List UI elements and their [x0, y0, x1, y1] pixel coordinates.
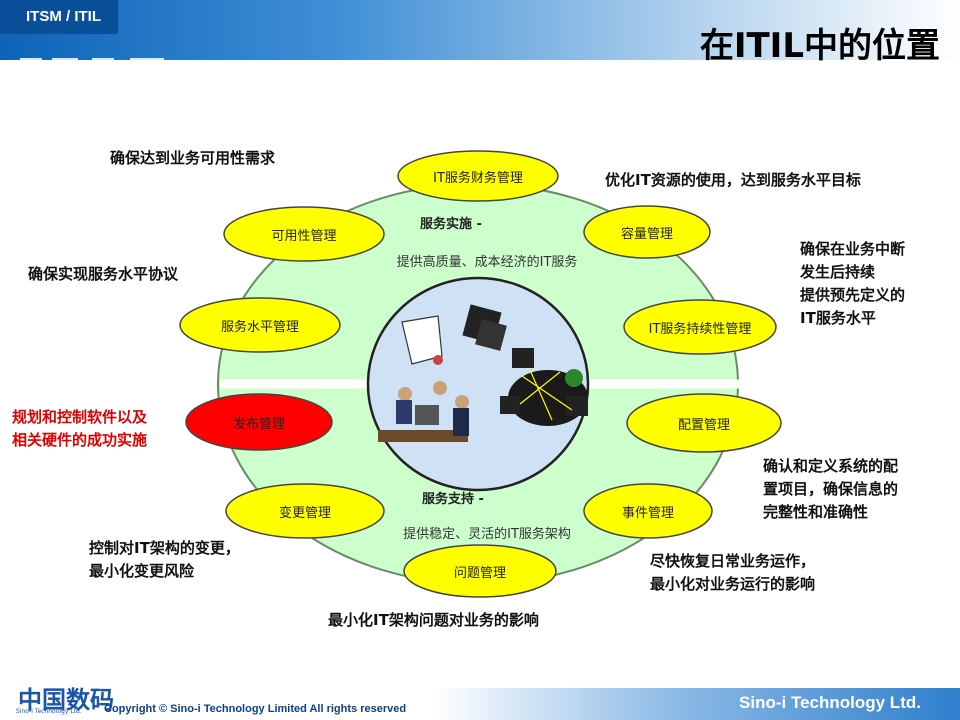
header-band	[0, 0, 960, 60]
node-change	[225, 483, 385, 539]
node-availability	[223, 206, 385, 262]
note-it-finance: 优化IT资源的使用，达到服务水平目标	[605, 171, 861, 189]
note-line: 相关硬件的成功实施	[12, 431, 148, 449]
note-line: 尽快恢复日常业务运作，	[650, 552, 816, 570]
note-incident: 尽快恢复日常业务运作， 最小化对业务运行的影响	[650, 550, 815, 596]
node-label-release: 发布管理	[233, 416, 285, 432]
node-label-it-finance: IT服务财务管理	[433, 170, 523, 186]
note-line: 完整性和准确性	[763, 503, 869, 521]
note-line: 置项目，确保信息的	[763, 480, 899, 498]
note-line: 规划和控制软件以及	[12, 408, 148, 426]
network-icon	[500, 348, 588, 426]
note-line: 控制对IT架构的变更，	[89, 539, 240, 557]
note-release: 规划和控制软件以及 相关硬件的成功实施	[12, 406, 147, 452]
node-continuity	[623, 299, 777, 355]
support-subtitle: 提供稳定、灵活的IT服务架构	[403, 526, 571, 542]
note-availability: 确保达到业务可用性需求	[110, 149, 276, 167]
note-line: 确保在业务中断	[800, 240, 906, 258]
node-release	[185, 393, 333, 451]
note-change: 控制对IT架构的变更， 最小化变更风险	[89, 537, 240, 583]
note-line: 提供预先定义的	[800, 286, 906, 304]
delivery-title: 服务实施 -	[420, 216, 482, 232]
copyright-text: Copyright © Sino-i Technology Limited Al…	[104, 703, 407, 715]
note-problem: 最小化IT架构问题对业务的影响	[328, 611, 539, 629]
node-label-availability: 可用性管理	[271, 229, 336, 244]
node-label-incident: 事件管理	[622, 506, 674, 521]
watermark-block	[20, 58, 42, 100]
brand-tab	[0, 0, 118, 34]
node-label-capacity: 容量管理	[621, 226, 673, 242]
company-logo: 中国数码	[18, 686, 114, 714]
node-label-service-level: 服务水平管理	[221, 319, 299, 335]
company-logo-subtitle: Sino-i Technology Ltd.	[16, 708, 82, 715]
note-line: 最小化变更风险	[89, 562, 195, 580]
people-computer-icon	[378, 381, 469, 442]
watermark-block	[52, 58, 78, 100]
watermark-block	[92, 58, 114, 100]
watermark-block	[130, 58, 164, 100]
node-service-level	[179, 297, 341, 353]
note-continuity: 确保在业务中断 发生后持续 提供预先定义的 IT服务水平	[800, 238, 905, 330]
note-line: 发生后持续	[800, 263, 876, 281]
brand-label: ITSM / ITIL	[26, 8, 101, 25]
node-configuration	[626, 393, 782, 453]
note-service-level: 确保实现服务水平协议	[28, 265, 179, 283]
company-name: Sino-i Technology Ltd.	[739, 693, 921, 712]
node-capacity	[583, 205, 711, 259]
document-scroll-icon	[401, 315, 443, 365]
note-configuration: 确认和定义系统的配 置项目，确保信息的 完整性和准确性	[763, 455, 898, 524]
support-title: 服务支持 -	[422, 491, 484, 507]
note-line: 最小化对业务运行的影响	[650, 575, 816, 593]
node-it-finance	[397, 150, 559, 202]
delivery-subtitle: 提供高质量、成本经济的IT服务	[397, 254, 578, 270]
note-line: IT服务水平	[800, 309, 876, 327]
node-label-problem: 问题管理	[454, 566, 506, 581]
node-problem	[403, 544, 557, 598]
floppy-disk-icon	[462, 304, 507, 351]
footer-band	[0, 688, 960, 720]
page-title: 在ITIL中的位置	[699, 26, 940, 66]
node-label-configuration: 配置管理	[678, 418, 730, 433]
node-label-continuity: IT服务持续性管理	[649, 321, 752, 337]
node-incident	[583, 483, 713, 539]
node-label-change: 变更管理	[279, 505, 331, 521]
note-line: 确认和定义系统的配	[763, 457, 899, 475]
